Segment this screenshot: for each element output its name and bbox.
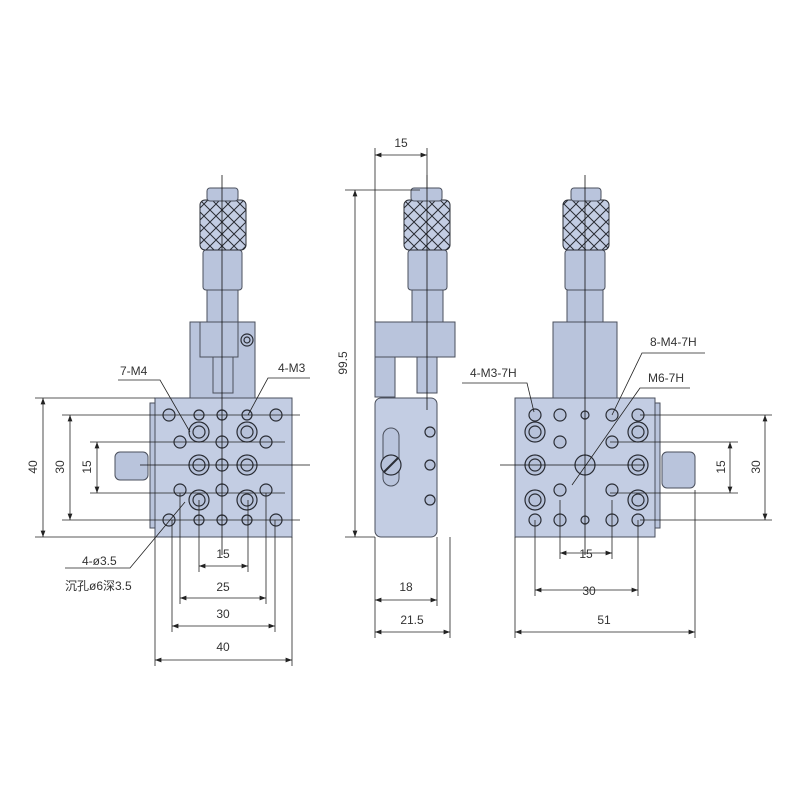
- callout-7-m4: 7-M4: [120, 364, 148, 378]
- lock-knob[interactable]: [661, 451, 696, 489]
- micrometer-cap[interactable]: [410, 187, 443, 202]
- m4-7h-hole: [553, 483, 567, 497]
- counterbore-hole-inner: [528, 425, 542, 439]
- dim-height-30: 30: [749, 460, 763, 474]
- micrometer-thimble[interactable]: [562, 199, 610, 251]
- callout-m6-7h: M6-7H: [648, 371, 684, 385]
- dim-width-25: 25: [216, 580, 230, 594]
- m4-7h-hole: [553, 435, 567, 449]
- bracket-slot: [199, 321, 239, 358]
- m4-hole-inner: [240, 425, 254, 439]
- side-plate: [149, 402, 156, 529]
- micrometer-barrel: [202, 249, 243, 291]
- dim-width-30: 30: [216, 607, 230, 621]
- spindle: [212, 356, 234, 394]
- callout-4-m3-7h: 4-M3-7H: [470, 366, 517, 380]
- dim-height-15: 15: [80, 460, 94, 474]
- dim-width-21.5: 21.5: [400, 613, 424, 627]
- callout-4-hole-3.5: 4-ø3.5: [82, 554, 117, 568]
- m3-7h-hole: [528, 408, 542, 422]
- micrometer-sleeve: [206, 289, 239, 323]
- dimensions: 40 30 15 15 25 30 40 7-M4 4-M3 4-ø3.5 沉孔…: [26, 136, 772, 666]
- micrometer-sleeve: [411, 289, 444, 323]
- dim-width-15: 15: [216, 547, 230, 561]
- micrometer-thimble[interactable]: [199, 199, 247, 251]
- m4-7h-hole: [553, 408, 567, 422]
- callout-8-m4-7h: 8-M4-7H: [650, 335, 697, 349]
- side-plate: [654, 402, 661, 529]
- dim-width-18: 18: [399, 580, 413, 594]
- m4-hole-inner: [192, 425, 206, 439]
- front-view-right: [500, 175, 696, 555]
- dim-height-15: 15: [714, 460, 728, 474]
- dim-height-99.5: 99.5: [336, 351, 350, 375]
- dim-width-30: 30: [582, 584, 596, 598]
- dim-width-15: 15: [579, 547, 593, 561]
- dim-width-40: 40: [216, 640, 230, 654]
- counterbore-hole-inner: [631, 425, 645, 439]
- micrometer-cap[interactable]: [206, 187, 239, 202]
- bracket: [374, 321, 456, 358]
- counterbore-hole-inner: [631, 493, 645, 507]
- counterbore-hole-inner: [528, 493, 542, 507]
- dim-height-40: 40: [26, 460, 40, 474]
- m4-hole-inner: [240, 493, 254, 507]
- micrometer-cap[interactable]: [570, 187, 602, 202]
- callout-4-m3: 4-M3: [278, 361, 306, 375]
- micrometer-barrel: [407, 249, 448, 291]
- dim-height-30: 30: [53, 460, 67, 474]
- side-view: [374, 175, 456, 538]
- lock-knob[interactable]: [114, 451, 149, 481]
- dim-top-15: 15: [394, 136, 408, 150]
- m4-7h-hole: [605, 483, 619, 497]
- callout-counterbore: 沉孔ø6深3.5: [65, 579, 132, 593]
- dim-width-51: 51: [597, 613, 611, 627]
